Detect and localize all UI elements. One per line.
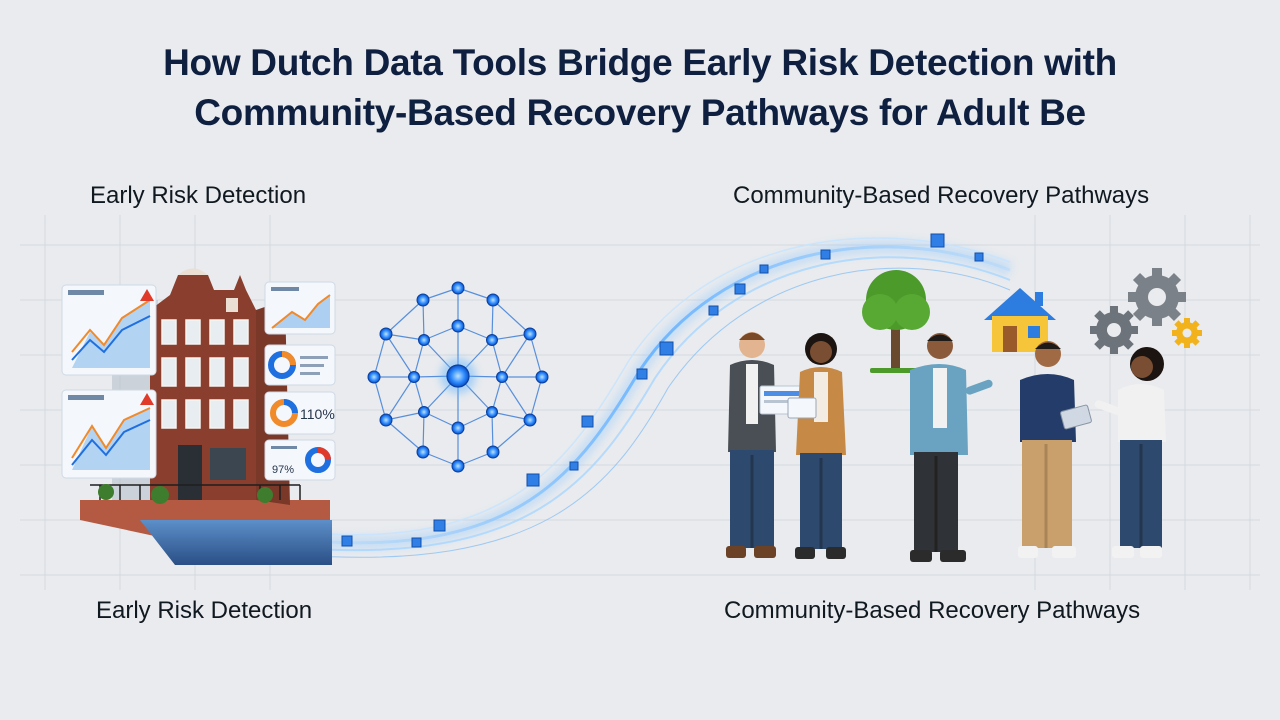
page-title: How Dutch Data Tools Bridge Early Risk D… [0,38,1280,138]
trend-chart-panel [264,281,336,335]
person-3 [910,333,993,562]
donut-chart-panel [264,344,336,386]
person-1 [726,332,805,558]
stat-percent: 110% [300,406,335,422]
percent-stat-panel: 110% [264,391,336,435]
person-5 [1094,347,1166,558]
data-cubes [341,233,984,548]
house-icon [984,288,1056,352]
label-early-risk-detection-bottom: Early Risk Detection [96,597,313,624]
tablet-icon [1060,404,1092,430]
label-recovery-pathways-bottom: Community-Based Recovery Pathways [724,597,1141,624]
gear-icon [1090,268,1202,354]
label-early-risk-detection-top: Early Risk Detection [90,182,307,209]
stat-small: 97% [272,464,294,476]
title-line-2: Community-Based Recovery Pathways for Ad… [194,92,1086,133]
network-icon [367,281,549,473]
title-line-1: How Dutch Data Tools Bridge Early Risk D… [163,42,1117,83]
risk-chart-panel-top [61,284,157,376]
tree-icon [862,270,930,373]
warning-icon [140,289,154,301]
warning-icon [140,393,154,405]
label-recovery-pathways-top: Community-Based Recovery Pathways [733,182,1150,209]
person-2 [787,333,846,559]
summary-stat-panel: 97% [264,439,336,481]
tablet-icon [787,397,817,419]
person-4 [1018,341,1092,558]
risk-chart-panel-bottom [61,389,157,479]
